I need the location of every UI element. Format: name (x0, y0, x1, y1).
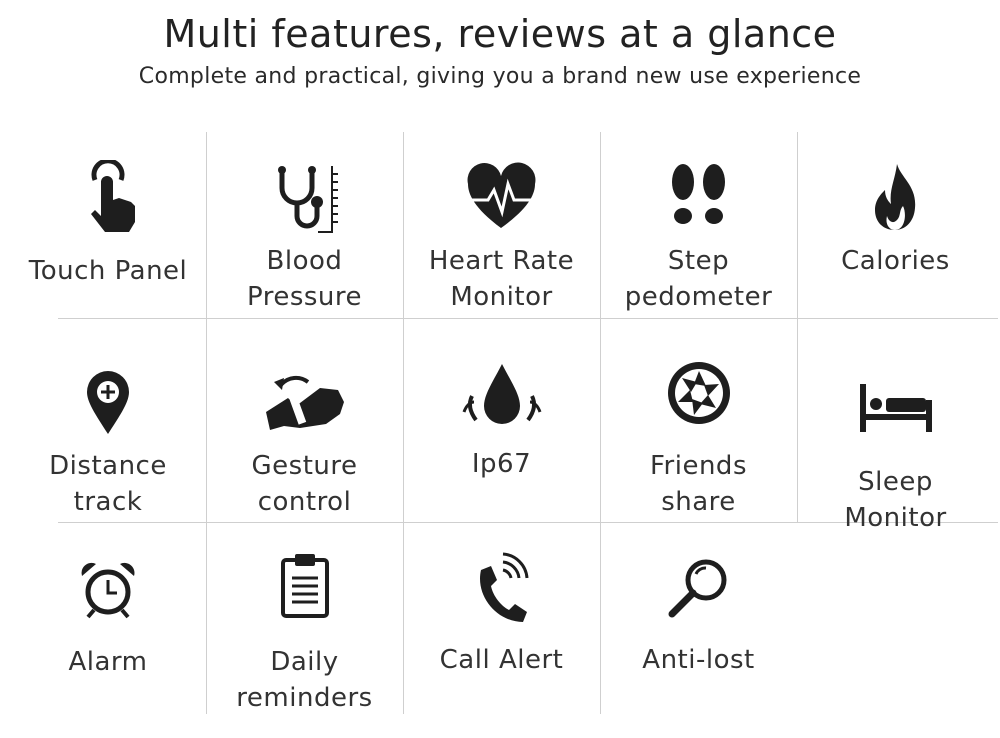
grid-divider (58, 318, 998, 319)
stethoscope-icon (277, 166, 338, 233)
touch-hand-icon (91, 160, 135, 232)
feature-label: Touch Panel (28, 256, 188, 286)
feature-ip67: Ip67 (403, 362, 600, 482)
feature-blood-pressure: Blood Pressure (206, 160, 403, 315)
water-drop-icon (462, 364, 541, 424)
feature-daily-reminders: Daily reminders (206, 552, 403, 716)
grid-divider (600, 132, 601, 714)
feature-label: Step pedometer (624, 246, 773, 312)
wrist-gesture-icon (265, 375, 344, 430)
feature-label: Daily reminders (236, 647, 373, 713)
feature-label: Anti-lost (642, 645, 755, 675)
grid-divider (206, 132, 207, 714)
feature-label: Call Alert (439, 645, 564, 675)
feature-label: Alarm (68, 647, 148, 677)
footprints-icon (672, 164, 725, 224)
feature-label: Blood Pressure (246, 246, 363, 312)
feature-label: Friends share (649, 451, 747, 517)
page-subtitle: Complete and practical, giving you a bra… (138, 64, 862, 89)
feature-step-pedometer: Step pedometer (600, 160, 797, 315)
map-pin-plus-icon (87, 371, 129, 434)
feature-label: Ip67 (471, 449, 532, 479)
clipboard-icon (280, 554, 329, 618)
feature-sleep-monitor: Sleep Monitor (797, 380, 994, 536)
feature-touch-panel: Touch Panel (10, 160, 206, 289)
flame-icon (874, 164, 915, 230)
feature-alarm: Alarm (10, 560, 206, 680)
phone-ringing-icon (479, 552, 528, 622)
grid-divider (403, 132, 404, 714)
feature-label: Gesture control (251, 451, 358, 517)
grid-divider (58, 522, 998, 523)
share-aperture-icon (667, 362, 730, 424)
alarm-clock-icon (81, 562, 135, 619)
heart-pulse-icon (467, 162, 536, 228)
feature-label: Calories (841, 246, 950, 276)
bed-icon (859, 384, 932, 432)
feature-label: Heart Rate Monitor (428, 246, 575, 312)
feature-gesture-control: Gesture control (206, 368, 403, 520)
grid-divider (797, 132, 798, 522)
feature-anti-lost: Anti-lost (600, 556, 797, 678)
feature-heart-rate: Heart Rate Monitor (403, 160, 600, 315)
feature-label: Distance track (49, 451, 167, 517)
feature-label: Sleep Monitor (844, 467, 947, 533)
page-title: Multi features, reviews at a glance (163, 12, 837, 56)
feature-distance-track: Distance track (10, 368, 206, 520)
feature-call-alert: Call Alert (403, 548, 600, 678)
feature-friends-share: Friends share (600, 358, 797, 520)
feature-calories: Calories (797, 160, 994, 279)
magnifier-icon (668, 559, 726, 618)
